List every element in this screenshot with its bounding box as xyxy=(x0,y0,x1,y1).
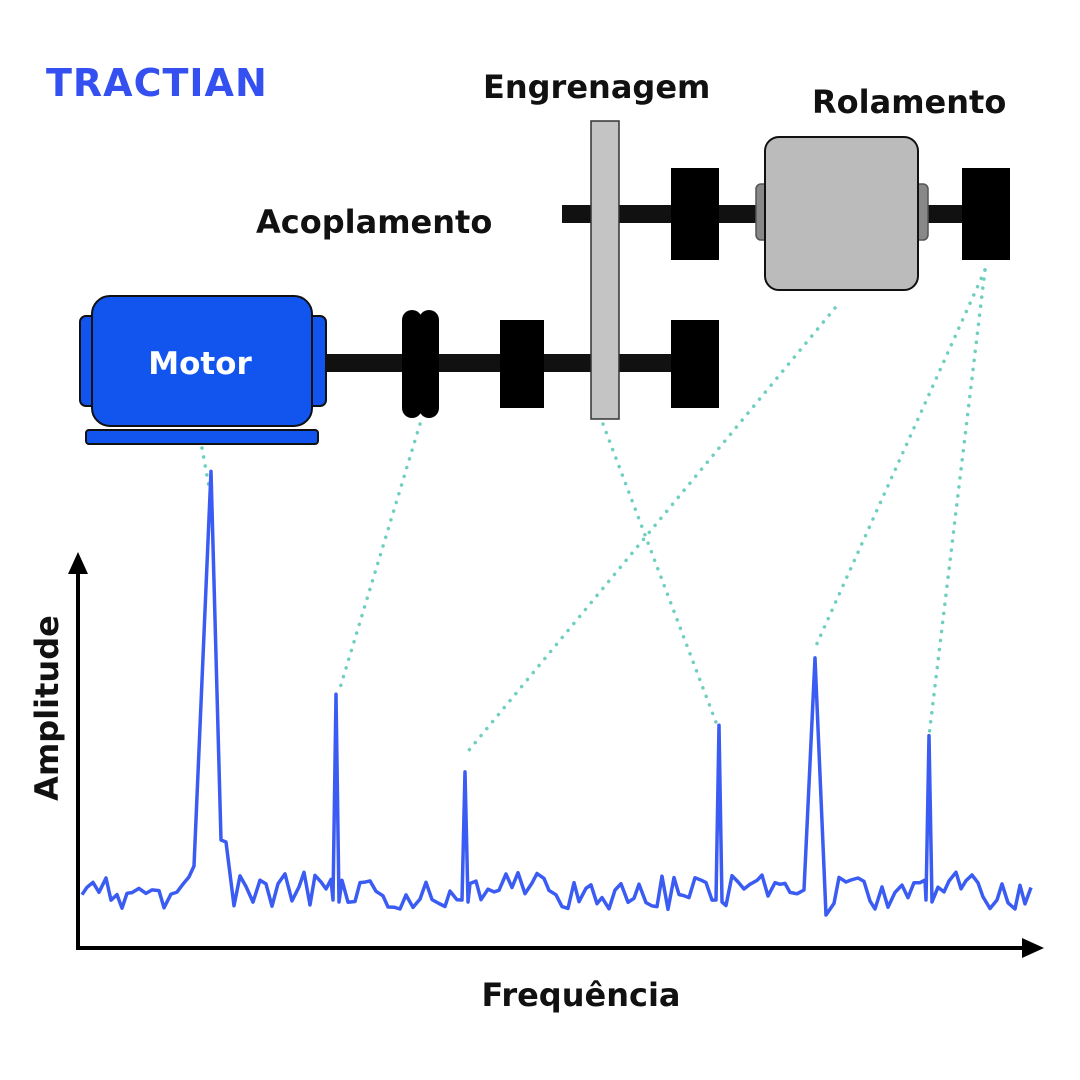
machinery: Motor xyxy=(79,120,1010,445)
connector-coupling xyxy=(338,422,422,690)
motor: Motor xyxy=(79,295,327,445)
lower-bearing-block-right xyxy=(671,320,719,408)
connector-bearing-1 xyxy=(813,268,987,650)
connector-bearing-housing xyxy=(463,306,837,757)
x-axis-label: Frequência xyxy=(482,976,681,1014)
connector-gear xyxy=(601,422,719,727)
coupling-label: Acoplamento xyxy=(256,203,492,241)
y-axis-arrow xyxy=(68,552,88,574)
x-axis-arrow xyxy=(1022,938,1044,958)
spectrum-line xyxy=(80,469,1033,917)
connector-bearing-2 xyxy=(927,268,987,738)
connector-motor xyxy=(200,446,213,500)
lower-bearing-block-left xyxy=(500,320,544,408)
upper-bearing-block-right xyxy=(962,168,1010,260)
bearing-housing xyxy=(755,136,929,291)
chart-axes xyxy=(68,552,1044,958)
gear-plate xyxy=(590,120,620,420)
bearing-label: Rolamento xyxy=(812,83,1006,121)
y-axis-label: Amplitude xyxy=(28,615,66,801)
coupling xyxy=(402,310,439,418)
connector-lines xyxy=(200,268,987,757)
brand-logo: TRACTIAN xyxy=(46,61,268,105)
motor-label: Motor xyxy=(148,346,252,382)
gear-label: Engrenagem xyxy=(483,68,710,106)
upper-bearing-block-left xyxy=(671,168,719,260)
